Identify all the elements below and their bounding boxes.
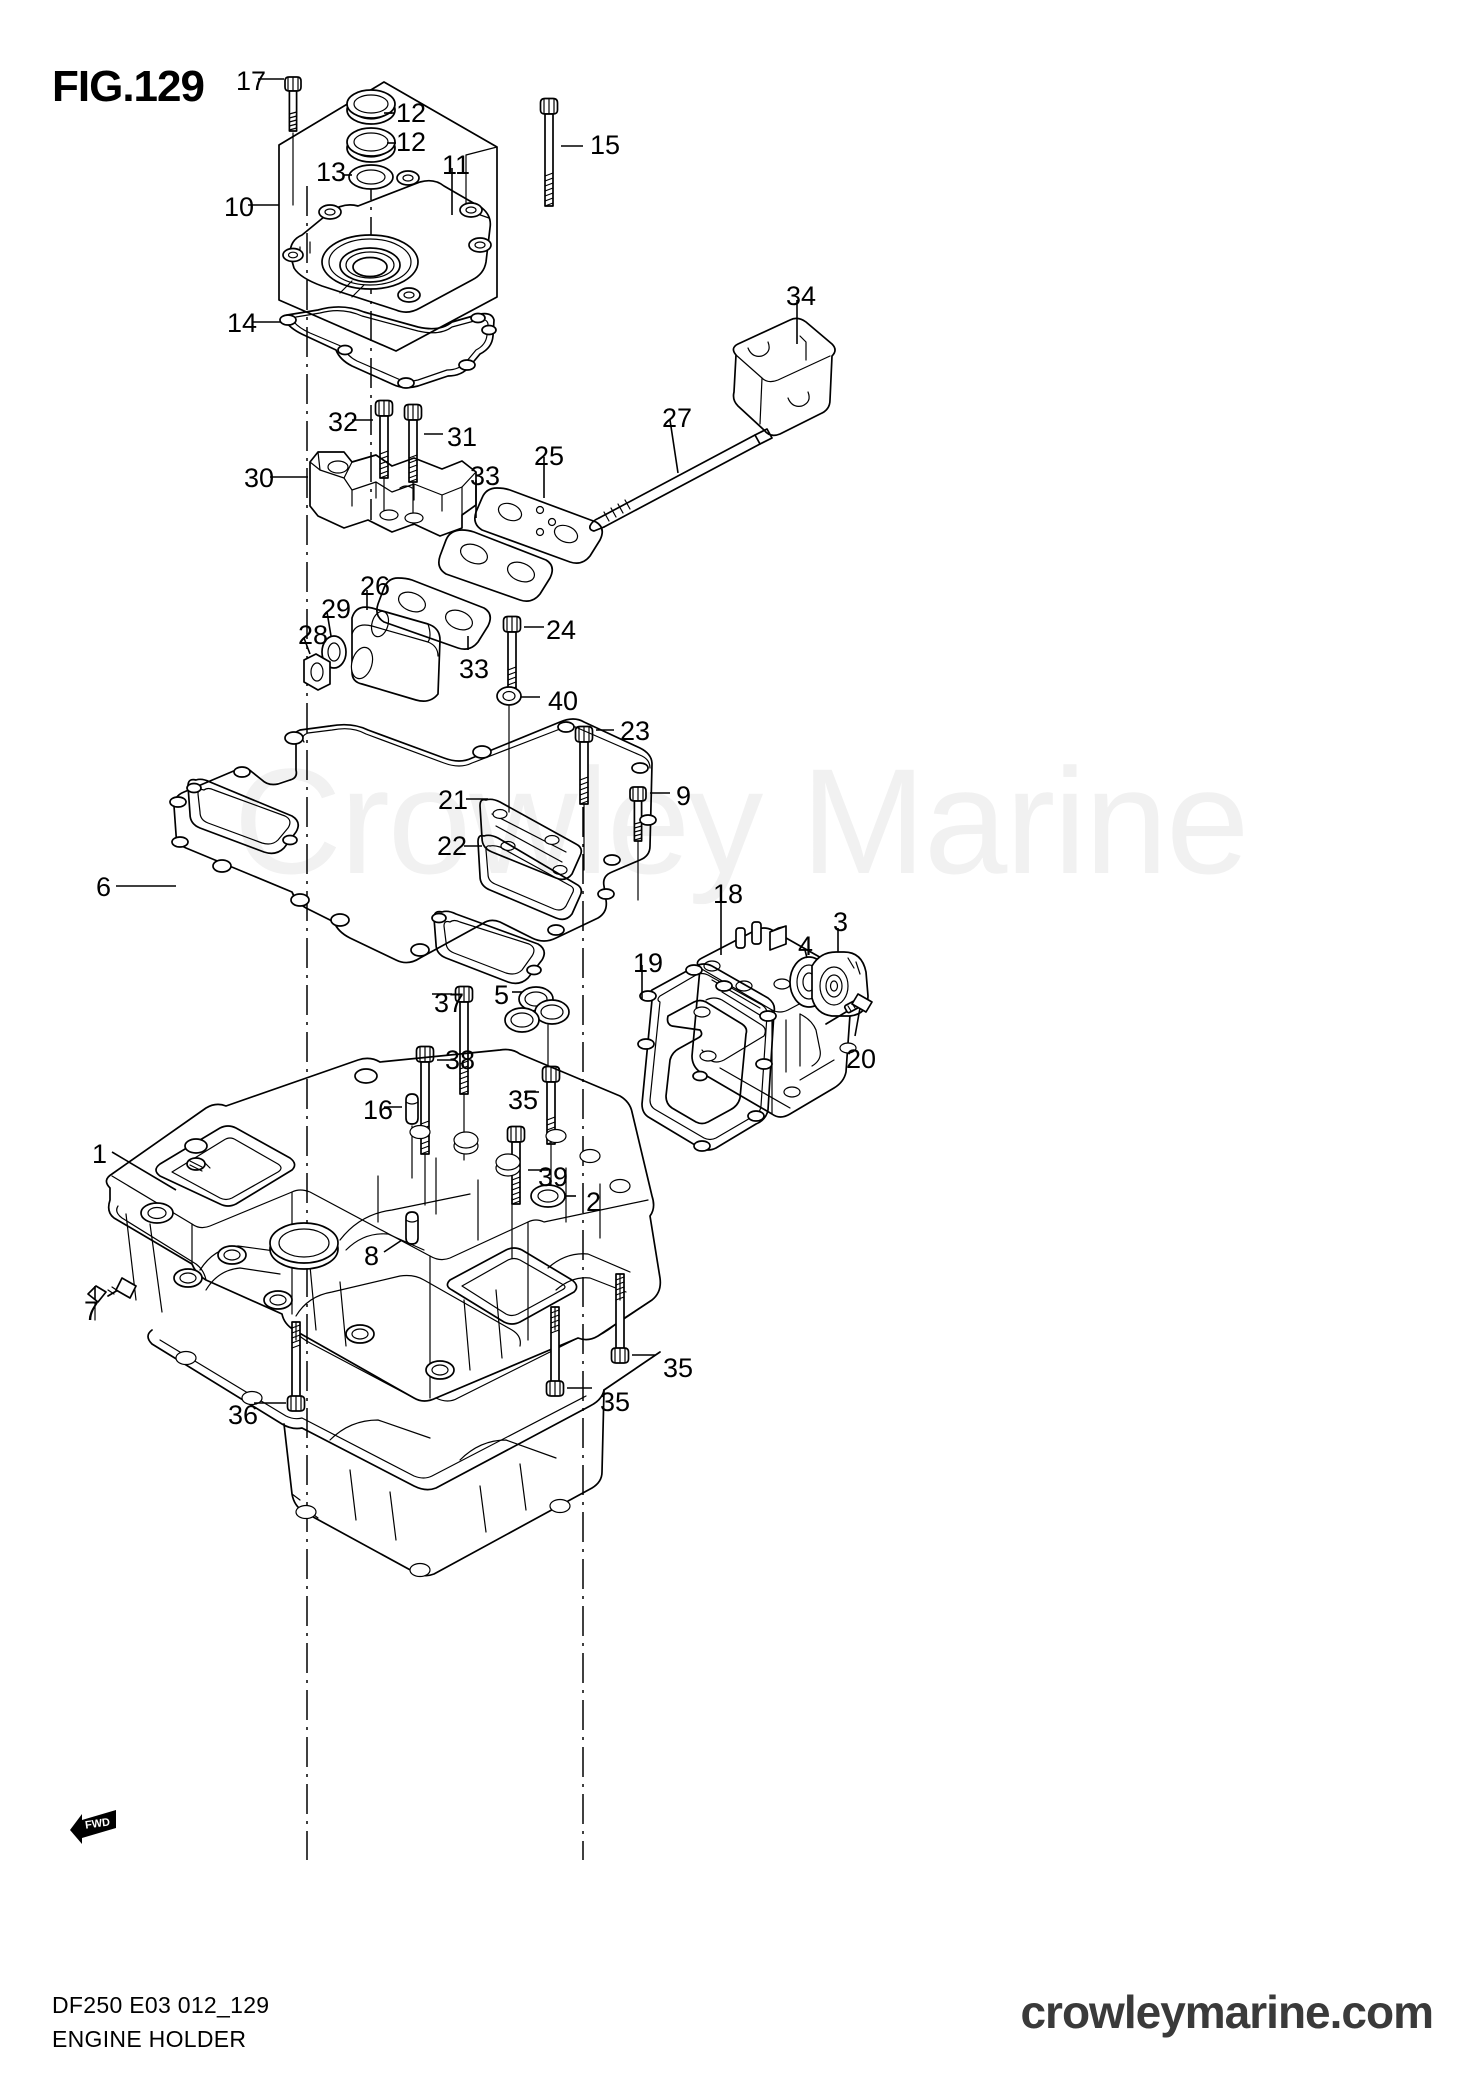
callout-bolt-35[interactable]: 35 xyxy=(663,1353,694,1383)
callout-oil-seal-2[interactable]: 2 xyxy=(586,1187,602,1217)
callout-engine-holder-1[interactable]: 1 xyxy=(92,1139,108,1169)
model-code: DF250 E03 012_129 xyxy=(52,1992,270,2018)
callout-bolt-9[interactable]: 9 xyxy=(676,781,692,811)
callout-cover-assembly-10[interactable]: 10 xyxy=(224,192,255,222)
callout-bolt-23[interactable]: 23 xyxy=(620,716,651,746)
assembly-name: ENGINE HOLDER xyxy=(52,2026,247,2052)
callout-mount-bolt-27[interactable]: 27 xyxy=(662,403,693,433)
callout-bolt-35[interactable]: 35 xyxy=(508,1085,539,1115)
callout-engine-holder-gasket-6[interactable]: 6 xyxy=(96,872,112,902)
callout-bolt-20[interactable]: 20 xyxy=(846,1044,877,1074)
callout-nut-28[interactable]: 28 xyxy=(298,620,329,650)
callout-gasket-22[interactable]: 22 xyxy=(437,831,468,861)
brand-wordmark: crowleymarine.com xyxy=(1020,1986,1434,2038)
callout-bolt-36[interactable]: 36 xyxy=(228,1400,259,1430)
page-title: FIG.129 xyxy=(52,62,205,111)
callout-gasket-14[interactable]: 14 xyxy=(227,308,258,338)
callout-spring-4[interactable]: 4 xyxy=(798,931,814,961)
callout-mount-rubber-33[interactable]: 33 xyxy=(459,654,490,684)
callout-o-ring-13[interactable]: 13 xyxy=(316,157,347,187)
callout-engine-mount-holder-30[interactable]: 30 xyxy=(244,463,275,493)
callout-bolt-24[interactable]: 24 xyxy=(546,615,577,645)
callout-washer-40[interactable]: 40 xyxy=(548,686,579,716)
callout-mount-bushing-26[interactable]: 26 xyxy=(360,571,391,601)
callout-relief-valve-3[interactable]: 3 xyxy=(833,907,849,937)
footer-model-info: DF250 E03 012_129 ENGINE HOLDER xyxy=(52,1988,269,2056)
svg-text:FWD: FWD xyxy=(84,1816,111,1831)
callout-oil-seal-12[interactable]: 12 xyxy=(396,98,427,128)
callout-mount-bracket-34[interactable]: 34 xyxy=(786,281,817,311)
callout-drive-shaft-housing-cover-11[interactable]: 11 xyxy=(442,150,471,180)
callout-bolt-31[interactable]: 31 xyxy=(447,422,478,452)
callout-mount-rubber-33[interactable]: 33 xyxy=(470,461,501,491)
callout-oil-pan-plate-18[interactable]: 18 xyxy=(713,879,744,909)
callout-bolt-38[interactable]: 38 xyxy=(445,1045,476,1075)
callout-washer-29[interactable]: 29 xyxy=(321,594,352,624)
watermark-text: Crowley Marine xyxy=(233,737,1250,905)
callout-drain-plug-7[interactable]: 7 xyxy=(84,1296,100,1326)
callout-bolt-39[interactable]: 39 xyxy=(538,1162,569,1192)
callout-dowel-pin-16[interactable]: 16 xyxy=(363,1095,394,1125)
callout-oil-seal-12[interactable]: 12 xyxy=(396,127,427,157)
callout-bolt-35[interactable]: 35 xyxy=(600,1387,631,1417)
callout-bolt-32[interactable]: 32 xyxy=(328,407,359,437)
callout-oil-strainer-cover-21[interactable]: 21 xyxy=(438,785,469,815)
callout-gasket-19[interactable]: 19 xyxy=(633,948,664,978)
callout-o-ring-set-5[interactable]: 5 xyxy=(494,980,510,1010)
callout-mount-plate-25[interactable]: 25 xyxy=(534,441,565,471)
callout-bolt-17[interactable]: 17 xyxy=(236,66,267,96)
callout-bolt-37[interactable]: 37 xyxy=(434,988,465,1018)
fwd-direction-icon: FWD xyxy=(70,1810,116,1844)
callout-stud-bolt-15[interactable]: 15 xyxy=(590,130,621,160)
callout-dowel-pin-8[interactable]: 8 xyxy=(364,1241,380,1271)
